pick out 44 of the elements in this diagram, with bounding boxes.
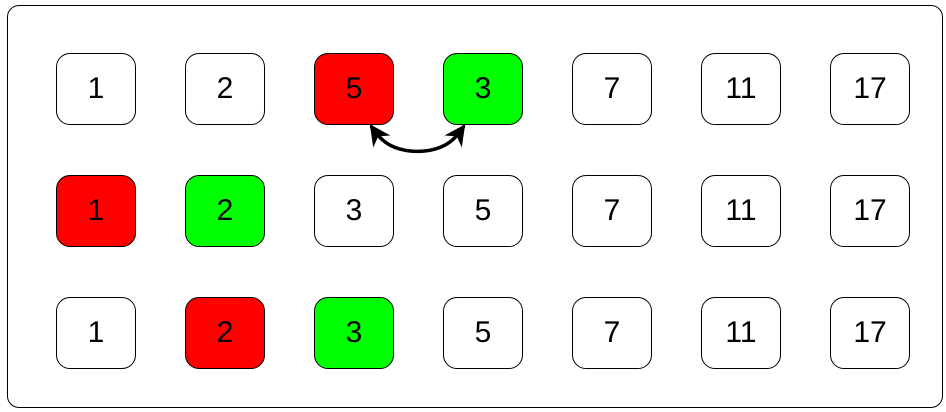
number-box <box>443 175 523 247</box>
number-label: 2 <box>216 194 234 228</box>
swap-arrow <box>370 124 466 154</box>
number-label: 1 <box>88 72 104 106</box>
number-label: 2 <box>216 316 234 350</box>
number-label: 7 <box>604 72 620 106</box>
number-label: 11 <box>725 72 757 106</box>
number-box <box>56 175 136 247</box>
number-label: 11 <box>725 194 757 228</box>
number-label: 11 <box>725 316 757 350</box>
panel-frame <box>7 5 943 408</box>
number-box <box>572 53 652 125</box>
number-label: 5 <box>474 194 492 228</box>
number-box <box>830 297 910 369</box>
number-label: 7 <box>604 194 620 228</box>
number-box <box>830 175 910 247</box>
number-box <box>314 175 394 247</box>
number-box <box>56 53 136 125</box>
number-label: 3 <box>346 316 362 350</box>
number-box <box>185 53 265 125</box>
number-box <box>443 53 523 125</box>
number-label: 1 <box>88 316 104 350</box>
number-box <box>185 297 265 369</box>
number-box <box>701 53 781 125</box>
number-label: 2 <box>216 72 234 106</box>
number-label: 5 <box>346 72 362 106</box>
number-box <box>701 297 781 369</box>
number-label: 7 <box>604 316 620 350</box>
number-box <box>314 53 394 125</box>
number-label: 17 <box>853 194 887 228</box>
number-box <box>830 53 910 125</box>
number-box <box>443 297 523 369</box>
number-box <box>56 297 136 369</box>
number-box <box>314 297 394 369</box>
number-box <box>572 297 652 369</box>
number-label: 3 <box>346 194 362 228</box>
number-label: 17 <box>853 316 887 350</box>
number-label: 5 <box>474 316 492 350</box>
number-box <box>701 175 781 247</box>
number-box <box>572 175 652 247</box>
number-label: 1 <box>88 194 104 228</box>
number-label: 3 <box>474 72 492 106</box>
number-box <box>185 175 265 247</box>
number-label: 17 <box>853 72 887 106</box>
